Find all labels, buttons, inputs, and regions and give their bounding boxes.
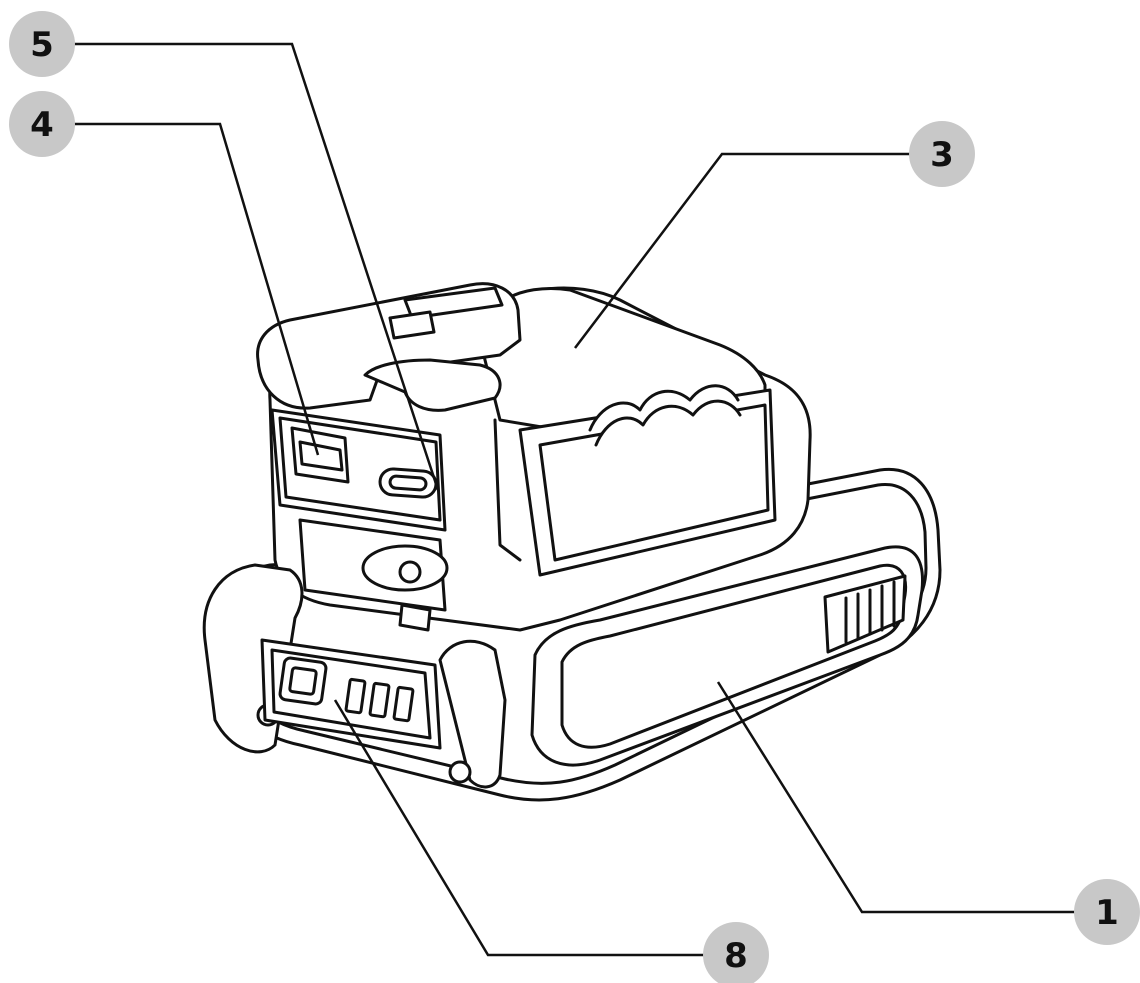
callout-badges: 5 4 3 1 8 — [9, 11, 1140, 983]
callout-5: 5 — [9, 11, 75, 77]
leader-line-1 — [716, 681, 1085, 914]
svg-text:1: 1 — [1095, 893, 1119, 933]
callout-3: 3 — [909, 121, 975, 187]
latch-knob — [298, 518, 449, 632]
usb-c-port — [378, 467, 438, 499]
callout-4: 4 — [9, 91, 75, 157]
svg-text:5: 5 — [30, 25, 54, 65]
callout-1: 1 — [1074, 879, 1140, 945]
leader-lines — [60, 42, 1085, 957]
led-indicator-panel — [260, 638, 442, 750]
svg-text:3: 3 — [930, 135, 954, 175]
usb-a-port — [290, 426, 350, 484]
svg-text:4: 4 — [30, 105, 54, 145]
svg-text:8: 8 — [724, 936, 748, 976]
leader-line-3 — [574, 152, 940, 349]
device-illustration — [202, 282, 942, 802]
leader-line-4 — [60, 122, 320, 456]
side-grip-panel — [530, 545, 925, 767]
callout-8: 8 — [703, 922, 769, 983]
leader-line-8 — [333, 699, 718, 957]
leader-line-5 — [60, 42, 440, 491]
